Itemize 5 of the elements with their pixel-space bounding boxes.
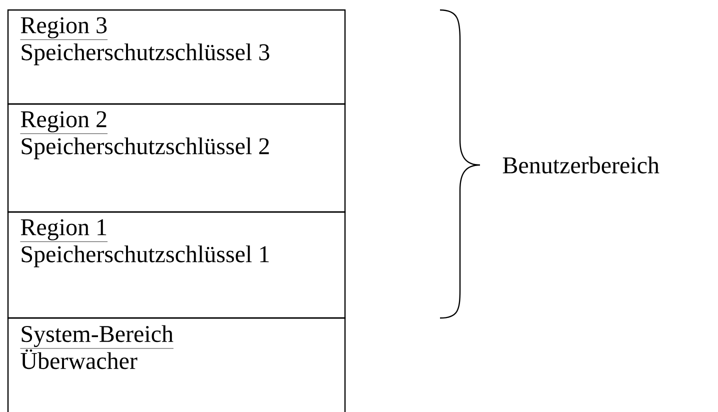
memory-region-box: Region 3 Speicherschutzschlüssel 3 bbox=[7, 9, 346, 105]
memory-region-box: Region 1 Speicherschutzschlüssel 1 bbox=[7, 211, 346, 319]
brace-label: Benutzerbereich bbox=[502, 156, 660, 174]
memory-region-box: System-Bereich Überwacher bbox=[7, 317, 346, 412]
memory-region-box: Region 2 Speicherschutzschlüssel 2 bbox=[7, 103, 346, 213]
